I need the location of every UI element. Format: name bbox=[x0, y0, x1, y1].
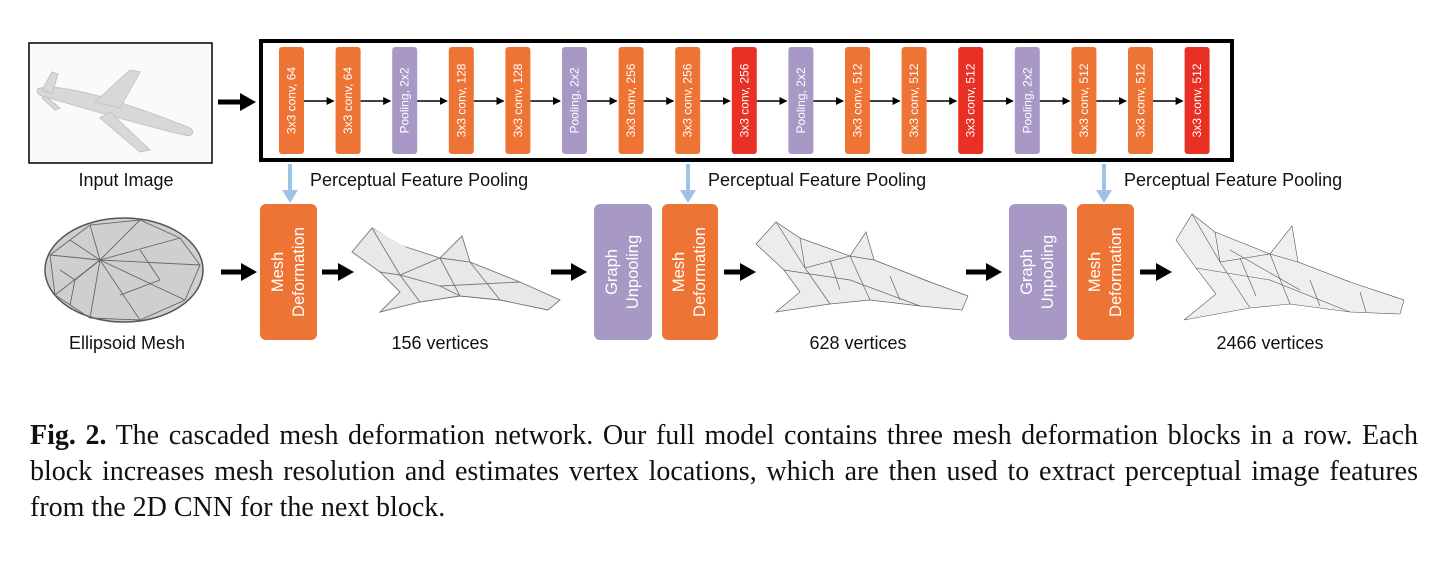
caption-figure-label: Fig. 2. bbox=[30, 420, 107, 451]
cnn-layer-box bbox=[279, 47, 304, 154]
arrow-deform-3-to-mesh-2466 bbox=[1140, 263, 1172, 281]
cnn-layer-box bbox=[958, 47, 984, 154]
vertices-2466-label: 2466 vertices bbox=[1216, 333, 1323, 353]
cnn-layer-box bbox=[731, 47, 757, 154]
cnn-conv-layer: 3x3 conv, 128 bbox=[505, 47, 531, 154]
cnn-conv-layer: 3x3 conv, 512 bbox=[1128, 47, 1153, 154]
cnn-pooling-layer: Pooling, 2x2 bbox=[562, 47, 587, 154]
vertices-156-label: 156 vertices bbox=[391, 333, 488, 353]
perceptual-pooling-arrow-3 bbox=[1096, 164, 1112, 203]
arrow-mesh-628-to-unpool-2 bbox=[966, 263, 1002, 281]
cnn-conv-layer: 3x3 conv, 64 bbox=[279, 47, 304, 154]
cnn-layer-box bbox=[845, 47, 870, 154]
cnn-layer-label: 3x3 conv, 256 bbox=[681, 63, 695, 137]
cnn-layer-label: 3x3 conv, 512 bbox=[1077, 63, 1091, 137]
cnn-layer-label: Pooling, 2x2 bbox=[398, 67, 412, 133]
graph-unpooling-1-line-2: Unpooling bbox=[624, 235, 642, 309]
ellipsoid-mesh-label: Ellipsoid Mesh bbox=[69, 333, 185, 353]
arrow-mesh-156-to-unpool-1 bbox=[551, 263, 587, 281]
cnn-layer-box bbox=[1184, 47, 1210, 154]
cnn-pooling-layer: Pooling, 2x2 bbox=[392, 47, 418, 154]
cnn-layer-box bbox=[675, 47, 701, 154]
cnn-layer-label: Pooling, 2x2 bbox=[794, 67, 808, 133]
cnn-layer-label: 3x3 conv, 512 bbox=[907, 63, 921, 137]
arrow-deform-1-to-mesh-156 bbox=[322, 263, 354, 281]
cnn-conv-layer: 3x3 conv, 64 bbox=[335, 47, 361, 154]
airplane-input-picture bbox=[36, 69, 194, 153]
mesh-deformation-2-line-2: Deformation bbox=[691, 227, 709, 317]
cnn-layer-label: 3x3 conv, 64 bbox=[285, 67, 299, 134]
perceptual-pooling-arrow-2 bbox=[680, 164, 696, 203]
figure-caption: Fig. 2. The cascaded mesh deformation ne… bbox=[30, 418, 1418, 526]
cnn-layer-box bbox=[901, 47, 927, 154]
cnn-layer-box bbox=[562, 47, 587, 154]
cnn-layer-stack: 3x3 conv, 64 3x3 conv, 64 Pooling, 2x2 3x3 … bbox=[279, 47, 1210, 154]
caption-text: The cascaded mesh deformation network. O… bbox=[30, 420, 1418, 523]
cnn-conv-layer: 3x3 conv, 512 bbox=[845, 47, 870, 154]
vertices-628-label: 628 vertices bbox=[809, 333, 906, 353]
cnn-pooling-layer: Pooling, 2x2 bbox=[1014, 47, 1040, 154]
airplane-mesh-628-picture bbox=[755, 221, 969, 313]
cnn-layer-label: 3x3 conv, 128 bbox=[511, 63, 525, 137]
cnn-layer-box bbox=[1014, 47, 1040, 154]
cnn-layer-box bbox=[1128, 47, 1153, 154]
mesh-deformation-2-line-1: Mesh bbox=[670, 252, 688, 292]
arrow-ellipsoid-to-deform-1 bbox=[221, 263, 257, 281]
cnn-layer-box bbox=[1071, 47, 1097, 154]
cnn-layer-label: 3x3 conv, 512 bbox=[851, 63, 865, 137]
cnn-conv-layer: 3x3 conv, 512 bbox=[1071, 47, 1097, 154]
graph-unpooling-2-line-1: Graph bbox=[1018, 249, 1036, 295]
perceptual-pooling-label-2: Perceptual Feature Pooling bbox=[708, 170, 926, 190]
cnn-layer-label: Pooling, 2x2 bbox=[568, 67, 582, 133]
input-image-label: Input Image bbox=[78, 170, 173, 190]
perceptual-pooling-label-3: Perceptual Feature Pooling bbox=[1124, 170, 1342, 190]
perceptual-pooling-label-1: Perceptual Feature Pooling bbox=[310, 170, 528, 190]
mesh-deformation-block-3: Mesh Deformation bbox=[1077, 204, 1134, 340]
arrow-deform-2-to-mesh-628 bbox=[724, 263, 756, 281]
graph-unpooling-2-line-2: Unpooling bbox=[1039, 235, 1057, 309]
cnn-pooling-layer: Pooling, 2x2 bbox=[788, 47, 814, 154]
cnn-layer-label: 3x3 conv, 512 bbox=[1190, 63, 1204, 137]
mesh-deformation-1-line-2: Deformation bbox=[290, 227, 308, 317]
arrow-input-to-cnn bbox=[218, 93, 256, 111]
cnn-layer-box bbox=[335, 47, 361, 154]
cnn-layer-label: Pooling, 2x2 bbox=[1020, 67, 1034, 133]
cnn-layer-label: 3x3 conv, 512 bbox=[1134, 63, 1148, 137]
mesh-deformation-3-line-1: Mesh bbox=[1086, 252, 1104, 292]
cnn-layer-box bbox=[505, 47, 531, 154]
airplane-mesh-156-picture bbox=[351, 227, 561, 313]
cnn-conv-layer: 3x3 conv, 256 bbox=[618, 47, 644, 154]
cnn-conv-layer: 3x3 conv, 512 bbox=[1184, 47, 1210, 154]
mesh-deformation-block-1: Mesh Deformation bbox=[260, 204, 317, 340]
cnn-layer-label: 3x3 conv, 64 bbox=[341, 67, 355, 134]
ellipsoid-mesh-picture bbox=[44, 217, 204, 323]
cnn-conv-layer: 3x3 conv, 128 bbox=[448, 47, 474, 154]
graph-unpooling-block-2: Graph Unpooling bbox=[1009, 204, 1067, 340]
cnn-layer-box bbox=[618, 47, 644, 154]
cnn-layer-label: 3x3 conv, 512 bbox=[964, 63, 978, 137]
cnn-layer-label: 3x3 conv, 256 bbox=[624, 63, 638, 137]
cnn-layer-label: 3x3 conv, 128 bbox=[454, 63, 468, 137]
cnn-conv-layer: 3x3 conv, 512 bbox=[958, 47, 984, 154]
cnn-layer-box bbox=[392, 47, 418, 154]
mesh-deformation-3-line-2: Deformation bbox=[1107, 227, 1125, 317]
cnn-layer-label: 3x3 conv, 256 bbox=[737, 63, 751, 137]
cnn-conv-layer: 3x3 conv, 256 bbox=[675, 47, 701, 154]
airplane-mesh-2466-picture bbox=[1175, 213, 1405, 321]
graph-unpooling-block-1: Graph Unpooling bbox=[594, 204, 652, 340]
mesh-deformation-1-line-1: Mesh bbox=[269, 252, 287, 292]
cnn-layer-box bbox=[448, 47, 474, 154]
input-image bbox=[28, 42, 213, 164]
mesh-deformation-block-2: Mesh Deformation bbox=[662, 204, 718, 340]
graph-unpooling-1-line-1: Graph bbox=[603, 249, 621, 295]
perceptual-pooling-arrow-1 bbox=[282, 164, 298, 203]
network-diagram: Input Image 3x3 conv, 64 3x3 conv, 64 Pool… bbox=[28, 39, 1405, 353]
cnn-conv-layer: 3x3 conv, 256 bbox=[731, 47, 757, 154]
cnn-conv-layer: 3x3 conv, 512 bbox=[901, 47, 927, 154]
cnn-layer-box bbox=[788, 47, 814, 154]
